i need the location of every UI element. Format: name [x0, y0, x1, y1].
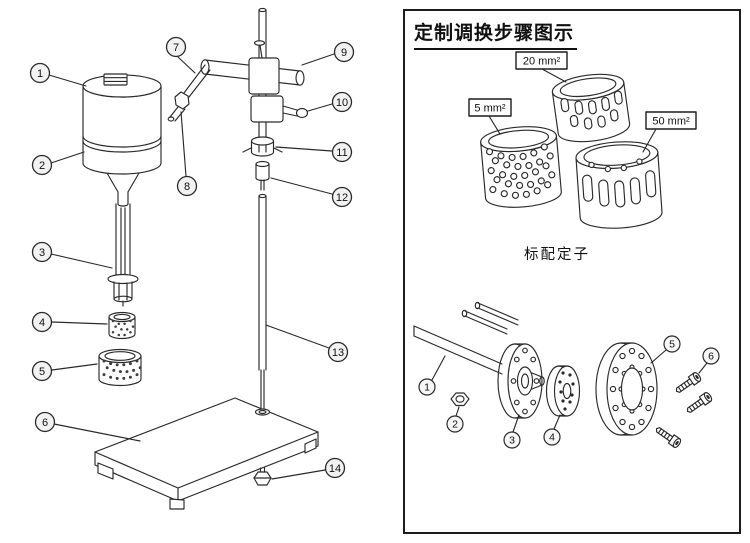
stator-sleeve [98, 348, 142, 387]
hex-nut [450, 392, 470, 407]
callout-13-label: 13 [332, 347, 344, 359]
assembly-callout-1: 1 [418, 378, 436, 396]
label-box-50mm: 50 mm² [642, 111, 697, 153]
rotor-disc [545, 365, 581, 417]
stator-50mm [575, 141, 663, 229]
label-box-5mm: 5 mm² [468, 98, 512, 135]
assembly-callout-6: 6 [702, 347, 720, 365]
callout-7-label: 7 [173, 42, 179, 54]
assembly-callout-4: 4 [543, 428, 561, 446]
stator-20mm [551, 73, 631, 143]
label-50mm: 50 mm² [652, 116, 690, 128]
callout-1-label: 1 [37, 68, 43, 80]
left-exploded-diagram: 1 2 3 4 5 6 7 8 9 10 11 12 13 14 [29, 7, 355, 510]
callout-11: 11 [331, 141, 353, 163]
label-5mm: 5 mm² [474, 103, 506, 115]
callout-3: 3 [31, 241, 53, 263]
flange-disc [497, 343, 545, 419]
assembly-callout-5: 5 [663, 335, 681, 353]
callout-13: 13 [327, 341, 349, 363]
assembly-shaft [413, 301, 519, 375]
callout-6: 6 [34, 411, 56, 433]
callout-10: 10 [331, 91, 353, 113]
callout-12: 12 [331, 186, 353, 208]
clamp-bolt [167, 64, 211, 122]
callout-8-label: 8 [184, 181, 190, 193]
stator-5mm [480, 126, 562, 208]
panel-title: 定制调换步骤图示 [414, 18, 578, 50]
callout-8: 8 [176, 175, 198, 197]
label-20mm: 20 mm² [523, 56, 561, 68]
stator-plate [595, 342, 658, 436]
right-panel: 定制调换步骤图示 [403, 9, 741, 534]
lock-nut [253, 467, 272, 486]
cap-screws [653, 370, 714, 450]
callout-4: 4 [31, 311, 53, 333]
leader-lines [48, 53, 335, 480]
motor-body [82, 73, 162, 207]
clamp-holder [250, 95, 309, 123]
callout-6-label: 6 [42, 417, 48, 429]
callout-9: 9 [333, 41, 355, 63]
callout-2-label: 2 [39, 160, 45, 172]
rotor-knurl [108, 311, 136, 340]
assembly-callout-3: 3 [503, 431, 521, 449]
stator-caption: 标配定子 [524, 246, 590, 263]
callout-10-label: 10 [336, 97, 348, 109]
base-plate [94, 397, 319, 510]
pole-foot [254, 369, 271, 416]
callout-4-label: 4 [39, 317, 45, 329]
callout-11-label: 11 [336, 147, 347, 159]
dispersing-shaft [107, 203, 139, 307]
callout-5: 5 [31, 360, 53, 382]
assembly-callout-4-label: 4 [549, 432, 555, 444]
assembly-callout-3-label: 3 [509, 435, 515, 447]
callout-9-label: 9 [341, 47, 347, 59]
callout-1: 1 [29, 62, 51, 84]
assembly-callout-1-label: 1 [424, 382, 430, 394]
assembly-leader-lines [431, 349, 708, 433]
assembly-callout-6-label: 6 [708, 351, 714, 363]
callout-3-label: 3 [39, 247, 45, 259]
panel-diagram: 20 mm² 5 mm² 50 mm² 标配定子 [413, 51, 720, 450]
callout-7: 7 [165, 36, 187, 58]
assembly-callout-2: 2 [446, 415, 464, 433]
callout-14: 14 [324, 457, 346, 479]
assembly-callout-2-label: 2 [452, 419, 458, 431]
callout-14-label: 14 [329, 463, 341, 475]
callout-2: 2 [31, 154, 53, 176]
label-box-20mm: 20 mm² [515, 51, 568, 83]
support-pole-lower [258, 193, 267, 371]
callout-5-label: 5 [39, 366, 45, 378]
pole-collar [242, 136, 283, 157]
coupling-stub [255, 160, 270, 191]
assembly-callout-5-label: 5 [669, 339, 675, 351]
callout-12-label: 12 [336, 192, 348, 204]
cross-clamp [200, 40, 305, 95]
